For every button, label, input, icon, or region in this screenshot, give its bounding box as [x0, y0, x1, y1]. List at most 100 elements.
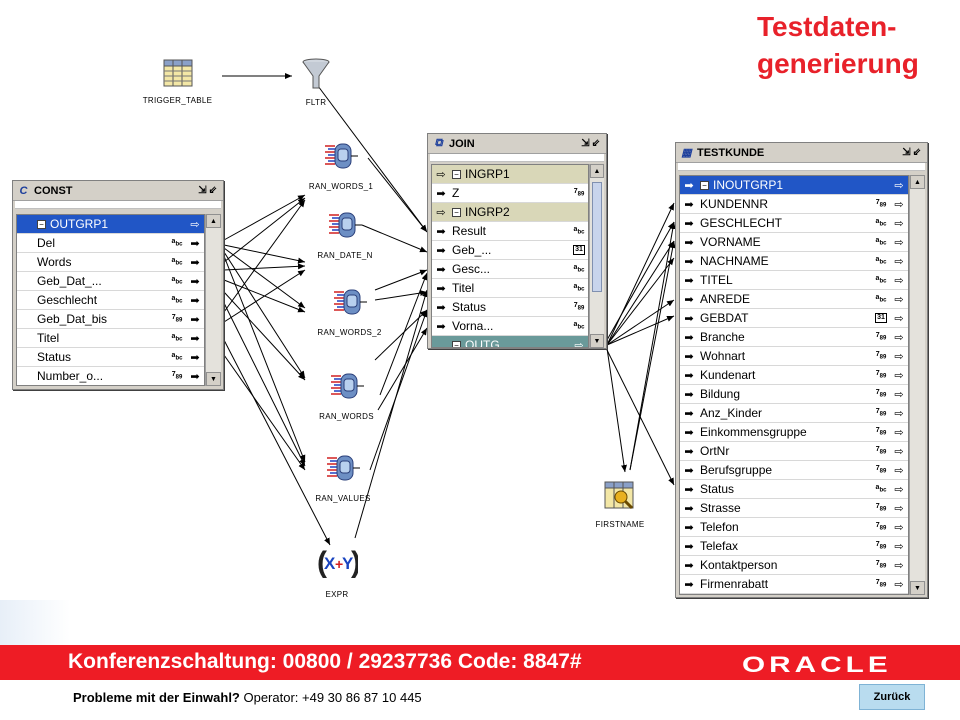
group-row-ingrp1[interactable]: ⇨ −INGRP1	[432, 165, 588, 184]
port-row[interactable]: ➡Vorna...abc	[432, 317, 588, 336]
datatype-icon: 31	[875, 313, 887, 323]
input-arrow-icon: ➡	[684, 274, 694, 287]
trigger-table-node[interactable]: TRIGGER_TABLE	[130, 58, 225, 105]
output-arrow-icon: ⇨	[190, 218, 200, 231]
scroll-down-icon[interactable]: ▼	[910, 581, 925, 595]
back-button[interactable]: Zurück	[859, 684, 925, 710]
datatype-icon: 789	[573, 188, 585, 198]
fltr-node[interactable]: FLTR	[286, 58, 346, 107]
join-panel-header[interactable]: ⧉ JOIN ⇲⇙	[428, 134, 606, 154]
port-row[interactable]: Geb_Dat_...abc➡	[17, 272, 204, 291]
ran-words-1-node[interactable]: RAN_WORDS_1	[296, 140, 386, 191]
panel-resize-icon[interactable]: ⇲⇙	[198, 185, 219, 196]
ran-date-n-node[interactable]: RAN_DATE_N	[300, 209, 390, 260]
connection-link	[369, 309, 428, 471]
input-arrow-icon: ➡	[684, 217, 694, 230]
scroll-up-icon[interactable]: ▲	[910, 175, 925, 189]
collapse-icon[interactable]: −	[37, 220, 46, 230]
scroll-thumb[interactable]	[592, 182, 602, 292]
scrollbar[interactable]: ▲ ▼	[589, 164, 604, 348]
expr-node[interactable]: ( X + Y ) EXPR	[312, 542, 362, 599]
collapse-icon[interactable]: −	[452, 208, 461, 218]
scrollbar[interactable]: ▲ ▼	[909, 175, 925, 595]
group-row-inoutgrp1[interactable]: ➡ −INOUTGRP1 ⇨	[680, 176, 908, 195]
group-row-ingrp2[interactable]: ⇨ −INGRP2	[432, 203, 588, 222]
datatype-icon: abc	[171, 352, 183, 362]
port-name: Geb_Dat_...	[37, 274, 102, 288]
port-row[interactable]: ➡Gesc...abc	[432, 260, 588, 279]
connection-link	[223, 269, 306, 323]
scroll-up-icon[interactable]: ▲	[590, 164, 604, 178]
scroll-down-icon[interactable]: ▼	[206, 372, 221, 386]
collapse-icon[interactable]: −	[452, 341, 461, 347]
datatype-icon: abc	[171, 333, 183, 343]
testkunde-panel-header[interactable]: ▦ TESTKUNDE ⇲⇙	[676, 143, 927, 163]
output-arrow-icon: ⇨	[894, 255, 904, 268]
collapse-icon[interactable]: −	[452, 170, 461, 180]
ran-words-2-node[interactable]: RAN_WORDS_2	[302, 286, 397, 337]
scroll-down-icon[interactable]: ▼	[590, 334, 604, 348]
port-row[interactable]: Number_o...789➡	[17, 367, 204, 385]
sequence-generator-icon	[325, 143, 358, 169]
conference-banner: Konferenzschaltung: 00800 / 29237736 Cod…	[0, 645, 960, 680]
port-name: GEBDAT	[700, 311, 749, 325]
page-title: Testdaten- generierung	[757, 8, 919, 82]
input-arrow-icon: ➡	[684, 179, 694, 192]
oracle-logo: ORACLE	[742, 652, 892, 677]
port-row[interactable]: ➡Geb_...31	[432, 241, 588, 260]
collapse-icon[interactable]: −	[700, 181, 709, 191]
firstname-node[interactable]: FIRSTNAME	[582, 480, 658, 529]
panel-resize-icon[interactable]: ⇲⇙	[581, 138, 602, 149]
datatype-icon: 789	[875, 332, 887, 342]
group-row-outgrp1[interactable]: −OUTGRP1 ⇨	[17, 215, 204, 234]
output-arrow-icon: ⇨	[894, 369, 904, 382]
output-arrow-icon: ➡	[190, 237, 200, 250]
ran-values-node[interactable]: RAN_VALUES	[298, 452, 388, 503]
const-panel-header[interactable]: C CONST ⇲⇙	[13, 181, 223, 201]
group-row-outg[interactable]: −OUTG ⇨	[432, 336, 588, 347]
scrollbar[interactable]: ▲ ▼	[205, 214, 221, 386]
scroll-up-icon[interactable]: ▲	[206, 214, 221, 228]
port-name: Result	[452, 224, 487, 238]
ran-words-node[interactable]: RAN_WORDS	[304, 370, 389, 421]
panel-resize-icon[interactable]: ⇲⇙	[902, 147, 923, 158]
input-arrow-icon: ➡	[684, 369, 694, 382]
